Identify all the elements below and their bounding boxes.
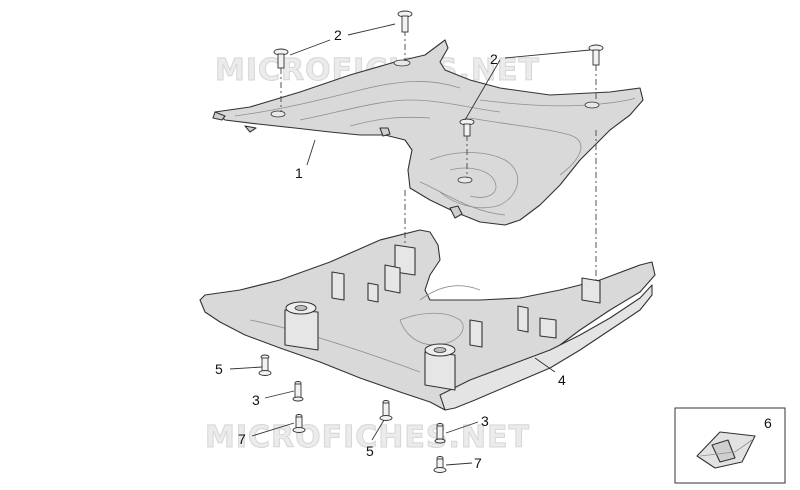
screw-icon: [258, 354, 272, 376]
callout-5-bottom: 5: [366, 443, 374, 459]
callout-5-left: 5: [215, 361, 223, 377]
callout-7-bottom: 7: [474, 455, 482, 471]
screw-icon: [397, 10, 413, 33]
callout-2-right: 2: [490, 51, 498, 67]
footboard-part: [212, 39, 644, 226]
lower-body-panel-part: [199, 229, 656, 411]
screw-icon: [292, 381, 304, 402]
callout-7-left: 7: [238, 431, 246, 447]
screw-icon: [292, 414, 306, 433]
screw-icon: [434, 423, 446, 444]
callout-2-left: 2: [334, 27, 342, 43]
screw-icon: [273, 48, 289, 69]
screw-icon: [379, 400, 393, 421]
callout-4: 4: [558, 372, 566, 388]
callout-1: 1: [295, 165, 303, 181]
callout-6: 6: [764, 415, 772, 431]
screw-icon: [433, 456, 447, 473]
callout-3-left: 3: [252, 392, 260, 408]
watermark-bottom: MICROFICHES.NET: [205, 420, 530, 455]
detail-inset-box: [674, 407, 786, 484]
screw-icon: [588, 44, 604, 66]
assembly-guide-lines: [280, 30, 597, 280]
screw-icon: [459, 118, 475, 137]
callout-3-right: 3: [481, 413, 489, 429]
